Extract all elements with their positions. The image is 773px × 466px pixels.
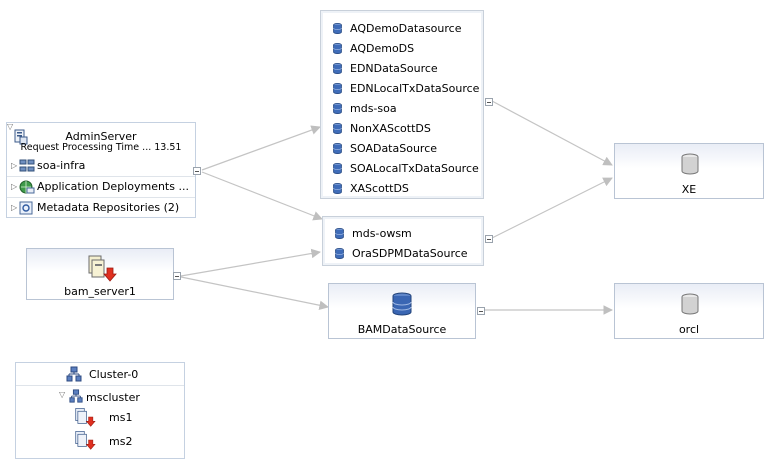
datasource-icon: [333, 142, 342, 154]
managed-server-down-icon: [75, 408, 96, 427]
database-icon: [392, 292, 412, 316]
wire-bam-to-group2: [180, 248, 321, 277]
tree-item-soa-infra[interactable]: ▷ soa-infra: [9, 156, 193, 175]
cluster-member-ms2[interactable]: ms2: [109, 435, 133, 448]
bam-datasource-collapse-button[interactable]: [477, 307, 485, 315]
datasource-item[interactable]: EDNDataSource: [333, 58, 438, 78]
expand-triangle-icon[interactable]: ▷: [11, 203, 18, 212]
datasource-group-1[interactable]: AQDemoDatasource AQDemoDS EDNDataSource …: [320, 10, 493, 199]
tree-item-label: soa-infra: [37, 159, 86, 172]
bam-datasource-name: BAMDataSource: [357, 323, 447, 336]
datasource-icon: [333, 22, 342, 34]
server-icon: [14, 129, 28, 145]
datasource-group-1-collapse-button[interactable]: [485, 98, 493, 106]
datasource-group-2-collapse-button[interactable]: [485, 235, 493, 243]
datasource-item[interactable]: OraSDPMDataSource: [335, 243, 468, 263]
admin-server-metric: Request Processing Time ... 13.51: [20, 142, 182, 153]
tree-item-application-deployments[interactable]: ▷ Application Deployments ...: [9, 177, 193, 196]
admin-server-collapse-button[interactable]: [193, 167, 201, 175]
wire-admin-to-group1: [201, 125, 321, 171]
database-orcl-node[interactable]: orcl: [614, 283, 764, 339]
datasource-icon: [333, 82, 342, 94]
soa-composite-icon: [19, 159, 35, 171]
datasource-item[interactable]: EDNLocalTxDataSource: [333, 78, 479, 98]
collapse-triangle-icon[interactable]: ▽: [7, 122, 14, 131]
datasource-item[interactable]: mds-soa: [333, 98, 397, 118]
cluster-name: Cluster-0: [89, 368, 139, 381]
datasource-icon: [333, 62, 342, 74]
wire-group2-to-xe: [491, 177, 613, 239]
cluster-member-ms1[interactable]: ms1: [109, 411, 133, 424]
cluster-icon: [69, 389, 83, 403]
globe-icon: [19, 180, 35, 193]
tree-item-label: Metadata Repositories (2): [37, 201, 180, 214]
datasource-icon: [333, 182, 342, 194]
bam-datasource-node[interactable]: BAMDataSource: [328, 283, 485, 339]
managed-server-down-icon: [75, 431, 96, 450]
datasource-item[interactable]: SOADataSource: [333, 138, 437, 158]
database-xe-node[interactable]: XE: [614, 143, 764, 199]
database-orcl-name: orcl: [678, 323, 700, 336]
datasource-group-2[interactable]: mds-owsm OraSDPMDataSource: [322, 216, 493, 266]
managed-server-down-icon: [88, 255, 117, 282]
wire-bam-to-bamds: [180, 276, 329, 310]
datasource-item[interactable]: SOALocalTxDataSource: [333, 158, 479, 178]
admin-server-node[interactable]: ▽ AdminServer Request Processing Time ..…: [6, 122, 201, 218]
datasource-item[interactable]: mds-owsm: [335, 223, 412, 243]
wire-group1-to-xe: [491, 100, 613, 166]
database-xe-name: XE: [681, 183, 697, 196]
tree-item-label: Application Deployments ...: [37, 180, 189, 193]
datasource-item[interactable]: AQDemoDatasource: [333, 18, 461, 38]
cluster-icon: [66, 366, 82, 382]
collapse-triangle-icon[interactable]: ▽: [59, 390, 66, 399]
datasource-icon: [335, 227, 344, 239]
datasource-item[interactable]: XAScottDS: [333, 178, 409, 198]
admin-server-name: AdminServer: [65, 130, 137, 143]
datasource-icon: [333, 122, 342, 134]
database-icon: [681, 293, 699, 315]
datasource-icon: [333, 102, 342, 114]
datasource-icon: [335, 247, 344, 259]
datasource-icon: [333, 42, 342, 54]
bam-server-name: bam_server1: [64, 285, 136, 298]
datasource-icon: [333, 162, 342, 174]
bam-server-collapse-button[interactable]: [173, 272, 181, 280]
database-icon: [681, 153, 699, 175]
datasource-item[interactable]: AQDemoDS: [333, 38, 414, 58]
expand-triangle-icon[interactable]: ▷: [11, 161, 18, 170]
metadata-repository-icon: [19, 201, 33, 214]
expand-triangle-icon[interactable]: ▷: [11, 182, 18, 191]
tree-item-metadata-repositories[interactable]: ▷ Metadata Repositories (2): [9, 198, 193, 217]
bam-server-node[interactable]: bam_server1: [26, 248, 181, 300]
wire-admin-to-group2: [201, 171, 323, 221]
cluster-node[interactable]: Cluster-0 ▽ mscluster ms1 ms2: [15, 362, 185, 459]
subcluster-name[interactable]: mscluster: [86, 391, 140, 404]
datasource-item[interactable]: NonXAScottDS: [333, 118, 431, 138]
